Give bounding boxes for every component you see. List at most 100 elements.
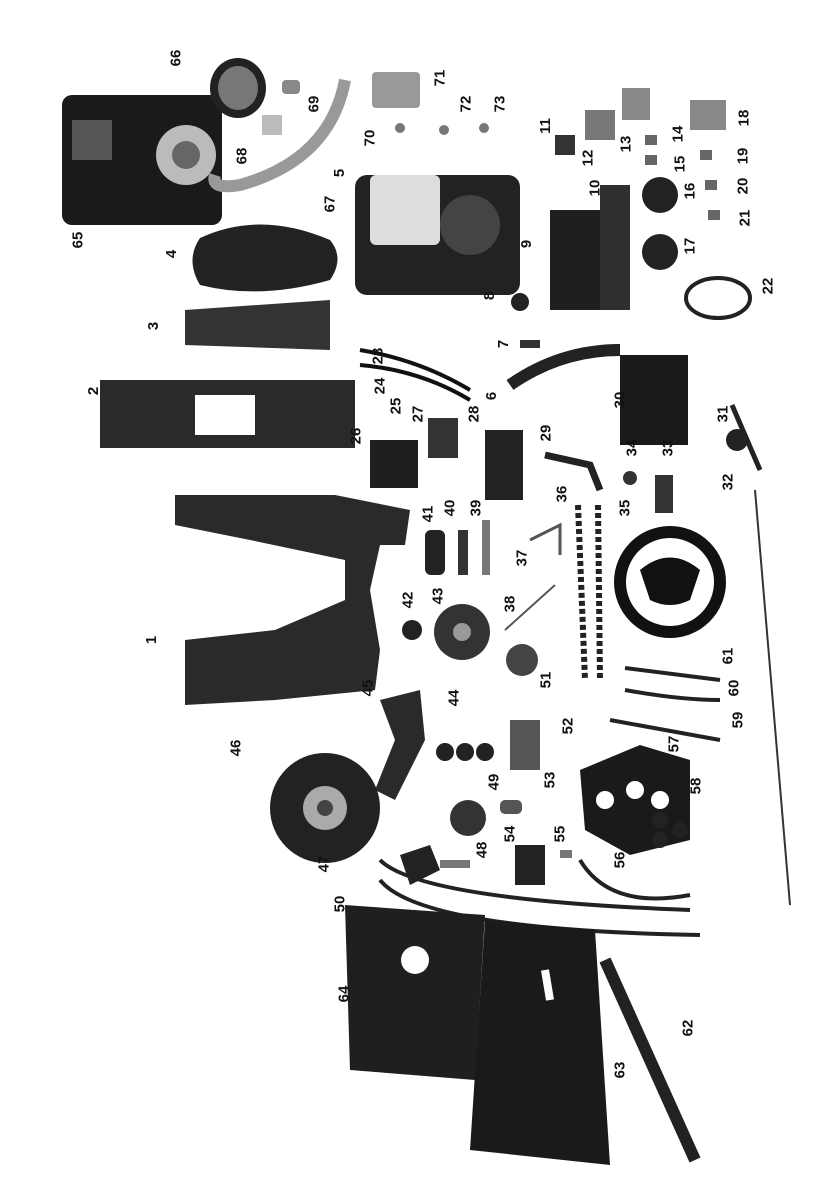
- part-46-tire: [270, 753, 380, 863]
- part-62-belt: [605, 960, 695, 1160]
- part-10-bracket: [600, 185, 630, 310]
- part-21-nut: [708, 210, 720, 220]
- callout-64: 64: [336, 986, 352, 1003]
- part-57-plate: [580, 745, 690, 855]
- callout-5: 5: [332, 169, 348, 177]
- callout-41: 41: [420, 506, 436, 523]
- callout-38: 38: [502, 596, 518, 613]
- part-4-seat: [193, 224, 338, 291]
- callout-23: 23: [370, 348, 386, 365]
- callout-49: 49: [486, 774, 502, 791]
- part-26-battery: [370, 440, 418, 488]
- callout-4: 4: [164, 250, 180, 258]
- part-12-block: [585, 110, 615, 140]
- callout-67: 67: [322, 196, 338, 213]
- part-8-cap: [511, 293, 529, 311]
- callout-3: 3: [146, 322, 162, 330]
- part-70-screw: [395, 123, 405, 133]
- part-34-knob: [623, 471, 637, 485]
- part-19-nut: [700, 150, 712, 160]
- part-64-deck: [345, 905, 485, 1080]
- callout-69: 69: [306, 96, 322, 113]
- part-40-pin: [458, 530, 468, 575]
- callout-20: 20: [735, 178, 751, 195]
- callout-47: 47: [316, 856, 332, 873]
- callout-62: 62: [680, 1020, 696, 1037]
- part-61-hose: [625, 668, 720, 680]
- part-41-bushing: [425, 530, 445, 575]
- part-49-pulley: [450, 800, 486, 836]
- callout-60: 60: [726, 680, 742, 697]
- part-6-hose: [510, 350, 620, 385]
- part-28-block: [485, 430, 523, 500]
- callout-57: 57: [666, 736, 682, 753]
- callout-58: 58: [688, 778, 704, 795]
- part-5-engine: [355, 175, 520, 295]
- part-69-fitting: [282, 80, 300, 94]
- part-11-plate: [555, 135, 575, 155]
- part-55-bolt: [560, 850, 572, 858]
- callout-27: 27: [410, 406, 426, 423]
- part-42-bearing: [402, 620, 422, 640]
- callout-56: 56: [612, 852, 628, 869]
- callout-15: 15: [672, 156, 688, 173]
- callout-26: 26: [348, 428, 364, 445]
- callout-31: 31: [715, 406, 731, 423]
- callout-11: 11: [538, 118, 554, 134]
- callout-66: 66: [168, 50, 184, 67]
- part-35-steering-wheel: [620, 532, 720, 632]
- part-39-bolt: [482, 520, 490, 575]
- part-68-clamp: [262, 115, 282, 135]
- part-33-bracket: [655, 475, 673, 513]
- part-9-bracket: [550, 210, 600, 310]
- callout-36: 36: [554, 486, 570, 503]
- part-3-plate: [185, 300, 330, 350]
- callout-50: 50: [332, 896, 348, 913]
- part-16-pulley: [642, 177, 678, 213]
- callout-37: 37: [514, 550, 530, 567]
- callout-19: 19: [735, 148, 751, 165]
- callout-6: 6: [484, 392, 500, 400]
- callout-40: 40: [442, 500, 458, 517]
- part-63-deck: [470, 920, 610, 1165]
- callout-71: 71: [432, 70, 448, 87]
- callout-73: 73: [492, 96, 508, 113]
- part-65-engine-housing: [62, 95, 222, 225]
- part-44-bushings: [436, 743, 494, 761]
- part-15-nut: [645, 155, 657, 165]
- part-73-bolt: [479, 123, 489, 133]
- part-7-pin: [520, 340, 540, 348]
- callout-72: 72: [458, 96, 474, 113]
- part-66-mesh-screen: [210, 58, 266, 118]
- callout-51: 51: [538, 672, 554, 689]
- part-37-rod: [530, 525, 560, 555]
- part-17-pulley: [642, 234, 678, 270]
- callout-16: 16: [682, 183, 698, 200]
- callout-30: 30: [612, 392, 628, 409]
- callout-32: 32: [720, 474, 736, 491]
- callout-33: 33: [660, 440, 676, 457]
- part-54-plate: [515, 845, 545, 885]
- callout-48: 48: [474, 842, 490, 859]
- part-71-carburetor: [372, 72, 420, 108]
- callout-34: 34: [624, 440, 640, 457]
- callout-10: 10: [587, 180, 603, 197]
- callout-21: 21: [737, 210, 753, 227]
- part-32-cable: [755, 490, 790, 905]
- callout-2: 2: [86, 387, 102, 395]
- part-60-hose: [625, 690, 720, 700]
- part-14-nut: [645, 135, 657, 145]
- callout-14: 14: [670, 126, 686, 143]
- callout-24: 24: [372, 378, 388, 395]
- part-1-frame: [175, 495, 410, 705]
- part-27-plate: [428, 418, 458, 458]
- callout-35: 35: [617, 500, 633, 517]
- callout-39: 39: [468, 500, 484, 517]
- callout-53: 53: [542, 772, 558, 789]
- part-48-clip: [440, 860, 470, 868]
- callout-45: 45: [360, 680, 376, 697]
- part-30-panel: [620, 355, 688, 445]
- callout-7: 7: [496, 340, 512, 348]
- callout-28: 28: [466, 406, 482, 423]
